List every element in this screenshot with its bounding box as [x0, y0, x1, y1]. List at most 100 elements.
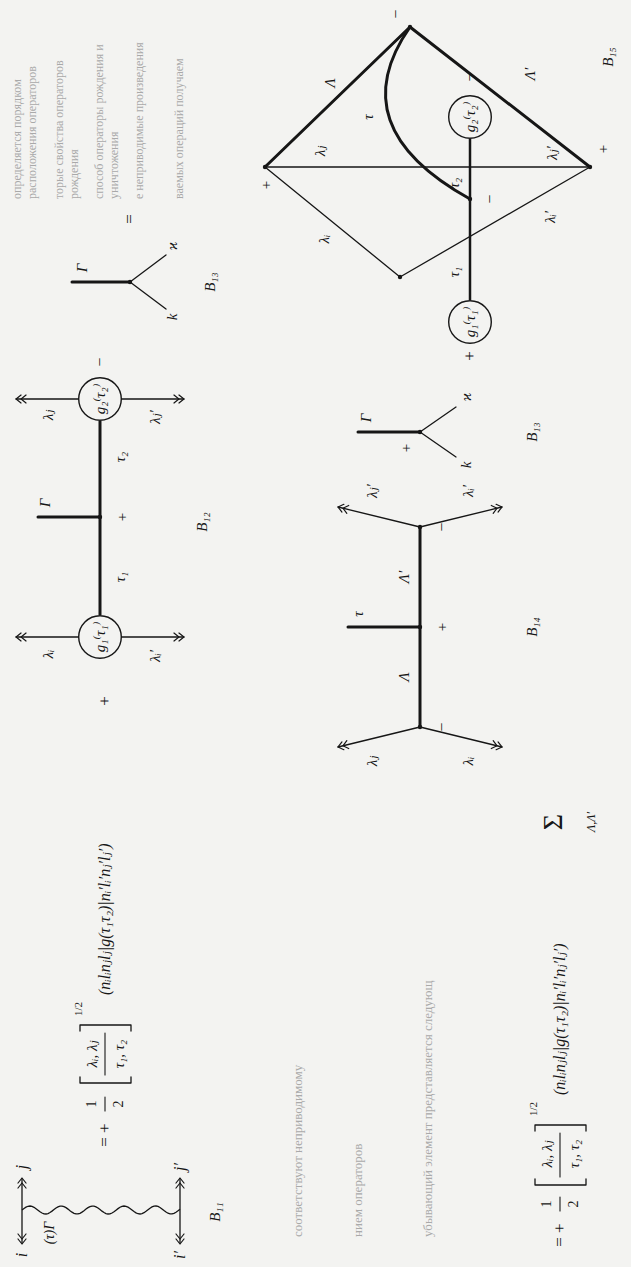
- arrow-chevron: [496, 504, 502, 512]
- bracket: [80, 1025, 131, 1031]
- line-label: τ₂: [446, 178, 463, 189]
- formula-term: τ₁, τ₂: [111, 1040, 128, 1069]
- diagram-number: B₁₄: [524, 617, 541, 637]
- faded-text: убывающий элемент представляется следующ: [420, 817, 436, 1237]
- vertex-dot: [128, 280, 132, 284]
- line-label: Γ: [358, 414, 375, 423]
- vertex-dot: [263, 165, 267, 169]
- vertex-sign: +: [398, 444, 415, 452]
- fraction-digit: 2: [111, 1101, 126, 1108]
- faded-text: ваемых операций получаем: [172, 9, 187, 199]
- thin-line: [338, 507, 420, 527]
- arrow-chevron: [18, 1183, 26, 1188]
- fraction-bar: [559, 1197, 560, 1211]
- circle-shape: [79, 616, 122, 659]
- vertex-sign: +: [595, 145, 612, 153]
- formula-sign: =: [121, 214, 140, 224]
- circle-shape: [449, 96, 492, 139]
- diagram-number: B₁₂: [194, 512, 211, 532]
- thin-line: [420, 432, 456, 457]
- coefficient-symbol: g₁⁽τ₁⁾: [92, 622, 109, 653]
- exponent: 1/2: [527, 1102, 539, 1116]
- line-label: ϰ: [164, 242, 181, 250]
- thin-line: [130, 282, 166, 309]
- arrow-chevron: [176, 1234, 184, 1239]
- line-label: λᵢ: [460, 757, 477, 766]
- diagram-number: B₁₃: [202, 272, 219, 292]
- circle-shape: [449, 301, 492, 344]
- arrow-chevron: [176, 1183, 184, 1188]
- faded-text: нием операторов: [350, 817, 366, 1237]
- line-label: λⱼ′: [364, 484, 381, 498]
- arrow-chevron: [174, 633, 179, 641]
- vertex-dot: [408, 25, 412, 29]
- bracket: [80, 1077, 131, 1083]
- thin-line: [130, 255, 166, 282]
- arrow-chevron: [21, 633, 26, 641]
- line-index: j: [13, 1165, 31, 1169]
- line-label: λⱼ: [364, 756, 381, 766]
- thick-line: [265, 27, 410, 167]
- line-label: λᵢ: [316, 235, 333, 244]
- faded-text: е неприводимые произведения: [132, 9, 147, 199]
- line-label: τ₁: [446, 267, 463, 278]
- thin-line: [420, 507, 502, 527]
- arrow-chevron: [338, 504, 344, 512]
- bracket: [535, 1125, 586, 1131]
- matrix-element: (nᵢlᵢnⱼlⱼ|g(τ₁τ₂)|nᵢ′lᵢ′nⱼ′lⱼ′): [96, 844, 114, 996]
- arrow-chevron: [179, 633, 184, 641]
- coefficient-symbol: g₂⁽τ₂⁾: [92, 384, 109, 415]
- thin-line: [265, 166, 590, 167]
- arrow-chevron: [491, 505, 497, 513]
- line-label: Λ′: [396, 571, 413, 583]
- formula-sign: = +: [96, 1123, 115, 1146]
- formula-sign: +: [96, 696, 115, 706]
- arrow-chevron: [16, 633, 21, 641]
- thick-line: [410, 27, 590, 167]
- thin-line: [21, 1179, 22, 1243]
- diagram-number: B₁₃: [524, 422, 541, 442]
- line-label: Λ′: [522, 68, 539, 80]
- line-label: Λ: [396, 672, 413, 681]
- coefficient-circle: g₁⁽τ₁⁾: [448, 300, 492, 344]
- thick-line: [419, 527, 422, 627]
- vertex-sign: −: [461, 72, 479, 81]
- thick-line: [72, 281, 130, 284]
- sum-sign: Σ: [538, 814, 569, 830]
- vertex-sign: +: [258, 181, 275, 189]
- thin-line: [179, 1179, 180, 1243]
- arrow-chevron: [174, 395, 179, 403]
- line-label: τ: [360, 114, 377, 119]
- vertex-sign: −: [481, 194, 499, 203]
- faded-text: соответствуют неприводимому: [290, 817, 306, 1237]
- vertex-dot: [418, 525, 422, 529]
- coefficient-symbol: g₁⁽τ₁⁾: [462, 307, 479, 338]
- line-label: τ₂: [112, 452, 129, 463]
- vertex-dot: [418, 625, 422, 629]
- arrow-chevron: [18, 1178, 26, 1183]
- sum-index: Λ,Λ′: [585, 812, 598, 832]
- thick-line: [358, 431, 420, 434]
- faded-text: определяется порядком расположения опера…: [10, 9, 40, 199]
- vertex-sign: −: [433, 722, 451, 731]
- propagator-line: [469, 139, 472, 300]
- line-label: τ: [350, 611, 367, 616]
- vertex-dot: [588, 165, 592, 169]
- line-label: λᵢ′: [542, 211, 559, 223]
- arrow-chevron: [18, 1234, 26, 1239]
- line-label: λᵢ: [40, 650, 57, 659]
- arrow-chevron: [338, 742, 344, 750]
- vertex-dot: [418, 725, 422, 729]
- fraction-digit: 1: [539, 1201, 554, 1208]
- vertex-sign: −: [433, 522, 451, 531]
- formula-term: λᵢ, λⱼ: [84, 1041, 101, 1068]
- coefficient-circle: g₂⁽τ₂⁾: [78, 377, 122, 421]
- line-label: λⱼ: [40, 410, 57, 420]
- line-label: λᵢ′: [147, 650, 164, 662]
- line-index: j′: [171, 1163, 189, 1171]
- arrow-chevron: [18, 1239, 26, 1244]
- coefficient-circle: g₂⁽τ₂⁾: [448, 95, 492, 139]
- thick-line: [38, 516, 100, 519]
- arrow-chevron: [179, 395, 184, 403]
- arrow-chevron: [343, 741, 349, 749]
